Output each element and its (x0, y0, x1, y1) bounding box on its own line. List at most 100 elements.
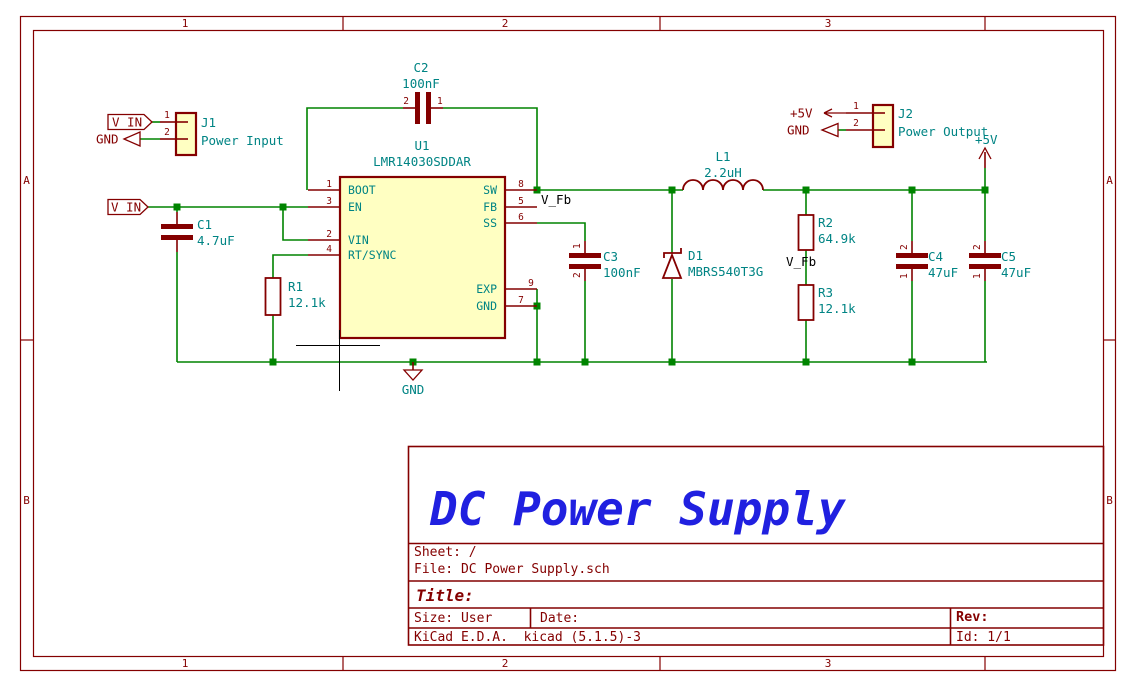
c1-value: 4.7uF (197, 233, 235, 248)
c3-pin-number: 2 (572, 272, 583, 278)
component-r1-resistor[interactable]: R1 12.1k (264, 277, 327, 316)
u1-pin-name: SS (483, 216, 497, 230)
rev-field-label: Rev: (956, 609, 989, 625)
frame-row-label: B (23, 494, 30, 507)
sheet-id-field: Id: 1/1 (956, 630, 1011, 645)
size-field: Size: User (414, 611, 492, 626)
u1-body[interactable] (338, 175, 507, 340)
u1-pin-number: 7 (518, 295, 524, 306)
frame-row-label: B (1106, 494, 1113, 507)
component-r3-resistor[interactable]: R3 12.1k (797, 284, 857, 321)
global-label-vin-rail[interactable]: V_IN (107, 198, 149, 216)
c4-reference: C4 (928, 249, 943, 264)
c5-pin-number: 2 (972, 244, 983, 250)
title-field-label: Title: (416, 586, 474, 605)
power-label-text: +5V (975, 132, 998, 147)
power-label-text: GND (402, 382, 425, 397)
c3-value: 100nF (603, 265, 641, 280)
component-c2-capacitor[interactable]: 2 1 C2 100nF (402, 60, 443, 124)
net-label-vfb[interactable]: V_Fb (541, 192, 571, 207)
component-c4-capacitor[interactable]: 2 1 C4 47uF (896, 241, 958, 281)
d1-value: MBRS540T3G (688, 264, 763, 279)
component-r2-resistor[interactable]: R2 64.9k (797, 214, 857, 251)
l1-reference: L1 (715, 149, 730, 164)
u1-pin-stubs (308, 189, 537, 307)
frame-col-label: 1 (182, 17, 189, 30)
c1-reference: C1 (197, 217, 212, 232)
frame-col-label: 3 (825, 657, 832, 670)
u1-pin-name: FB (483, 200, 497, 214)
d1-reference: D1 (688, 248, 703, 263)
j2-reference: J2 (898, 106, 913, 121)
frame-col-label: 3 (825, 17, 832, 30)
sheet-frame: 1 2 3 1 2 3 A B A B (19, 15, 1117, 672)
c2-pin-number: 1 (437, 96, 443, 107)
sheet-field: Sheet: / (414, 545, 477, 560)
component-c1-capacitor[interactable]: C1 4.7uF (161, 212, 235, 252)
global-label-gnd-j2[interactable]: GND (787, 123, 839, 138)
global-label-p5v-j2[interactable]: +5V (790, 106, 846, 121)
c2-pin-number: 2 (403, 96, 409, 107)
c2-reference: C2 (413, 60, 428, 75)
u1-pin-number: 4 (326, 244, 332, 255)
u1-pin-name: BOOT (348, 183, 376, 197)
c5-reference: C5 (1001, 249, 1016, 264)
power-symbol-p5v[interactable]: +5V (975, 132, 998, 168)
global-label-text: V_IN (111, 200, 141, 215)
j2-pin-number: 1 (853, 101, 859, 112)
c4-pin-number: 2 (899, 244, 910, 250)
u1-pin-name: EXP (476, 282, 497, 296)
component-d1-schottky-diode[interactable]: D1 MBRS540T3G (661, 248, 763, 279)
date-field: Date: (540, 611, 579, 626)
title-block: DC Power Supply Sheet: / File: DC Power … (407, 445, 1105, 646)
frame-col-label: 2 (502, 17, 509, 30)
u1-pin-number: 6 (518, 212, 524, 223)
r1-reference: R1 (288, 279, 303, 294)
u1-pin-number: 1 (326, 179, 332, 190)
u1-pin-name: EN (348, 200, 362, 214)
file-field: File: DC Power Supply.sch (414, 562, 610, 577)
j2-value: Power Output (898, 124, 988, 139)
schematic-title: DC Power Supply (429, 482, 847, 536)
global-label-gnd-j1[interactable]: GND (96, 131, 141, 147)
j1-reference: J1 (201, 115, 216, 130)
component-c5-capacitor[interactable]: 2 1 C5 47uF (969, 241, 1031, 281)
power-symbol-gnd[interactable]: GND (402, 362, 425, 397)
j2-body[interactable] (871, 103, 895, 149)
r2-value: 64.9k (818, 231, 856, 246)
u1-reference: U1 (414, 138, 429, 153)
frame-row-label: A (23, 174, 30, 187)
j1-value: Power Input (201, 133, 284, 148)
global-label-text: GND (96, 132, 119, 147)
j1-pin-number: 2 (164, 127, 170, 138)
global-label-text: V_IN (112, 115, 142, 130)
u1-pin-name: VIN (348, 233, 369, 247)
c4-pin-number: 1 (899, 273, 910, 279)
j1-body[interactable] (174, 111, 198, 157)
c5-pin-number: 1 (972, 273, 983, 279)
j1-pin-number: 1 (164, 110, 170, 121)
component-j1-connector[interactable]: 1 2 J1 Power Input (160, 110, 284, 157)
c3-pin-number: 1 (572, 243, 583, 249)
net-label-vfb[interactable]: V_Fb (786, 254, 816, 269)
u1-pin-number: 3 (326, 196, 332, 207)
j2-pin-number: 2 (853, 118, 859, 129)
global-label-text: +5V (790, 106, 813, 121)
c5-value: 47uF (1001, 265, 1031, 280)
component-u1-regulator[interactable]: U1 LMR14030SDDAR 1 3 2 4 8 5 6 9 7 BOOT … (308, 138, 537, 340)
u1-pin-name: RT/SYNC (348, 248, 397, 262)
component-c3-capacitor[interactable]: 1 2 C3 100nF (569, 241, 641, 281)
c4-value: 47uF (928, 265, 958, 280)
u1-pin-number: 2 (326, 229, 332, 240)
component-j2-connector[interactable]: 1 2 J2 Power Output (846, 101, 988, 149)
frame-col-label: 1 (182, 657, 189, 670)
global-label-vin-j1[interactable]: V_IN (107, 113, 153, 131)
frame-col-label: 2 (502, 657, 509, 670)
u1-pin-name: GND (476, 299, 497, 313)
component-l1-inductor[interactable]: L1 2.2uH (682, 149, 764, 191)
r3-value: 12.1k (818, 301, 856, 316)
c2-value: 100nF (402, 76, 440, 91)
r3-reference: R3 (818, 285, 833, 300)
c3-reference: C3 (603, 249, 618, 264)
